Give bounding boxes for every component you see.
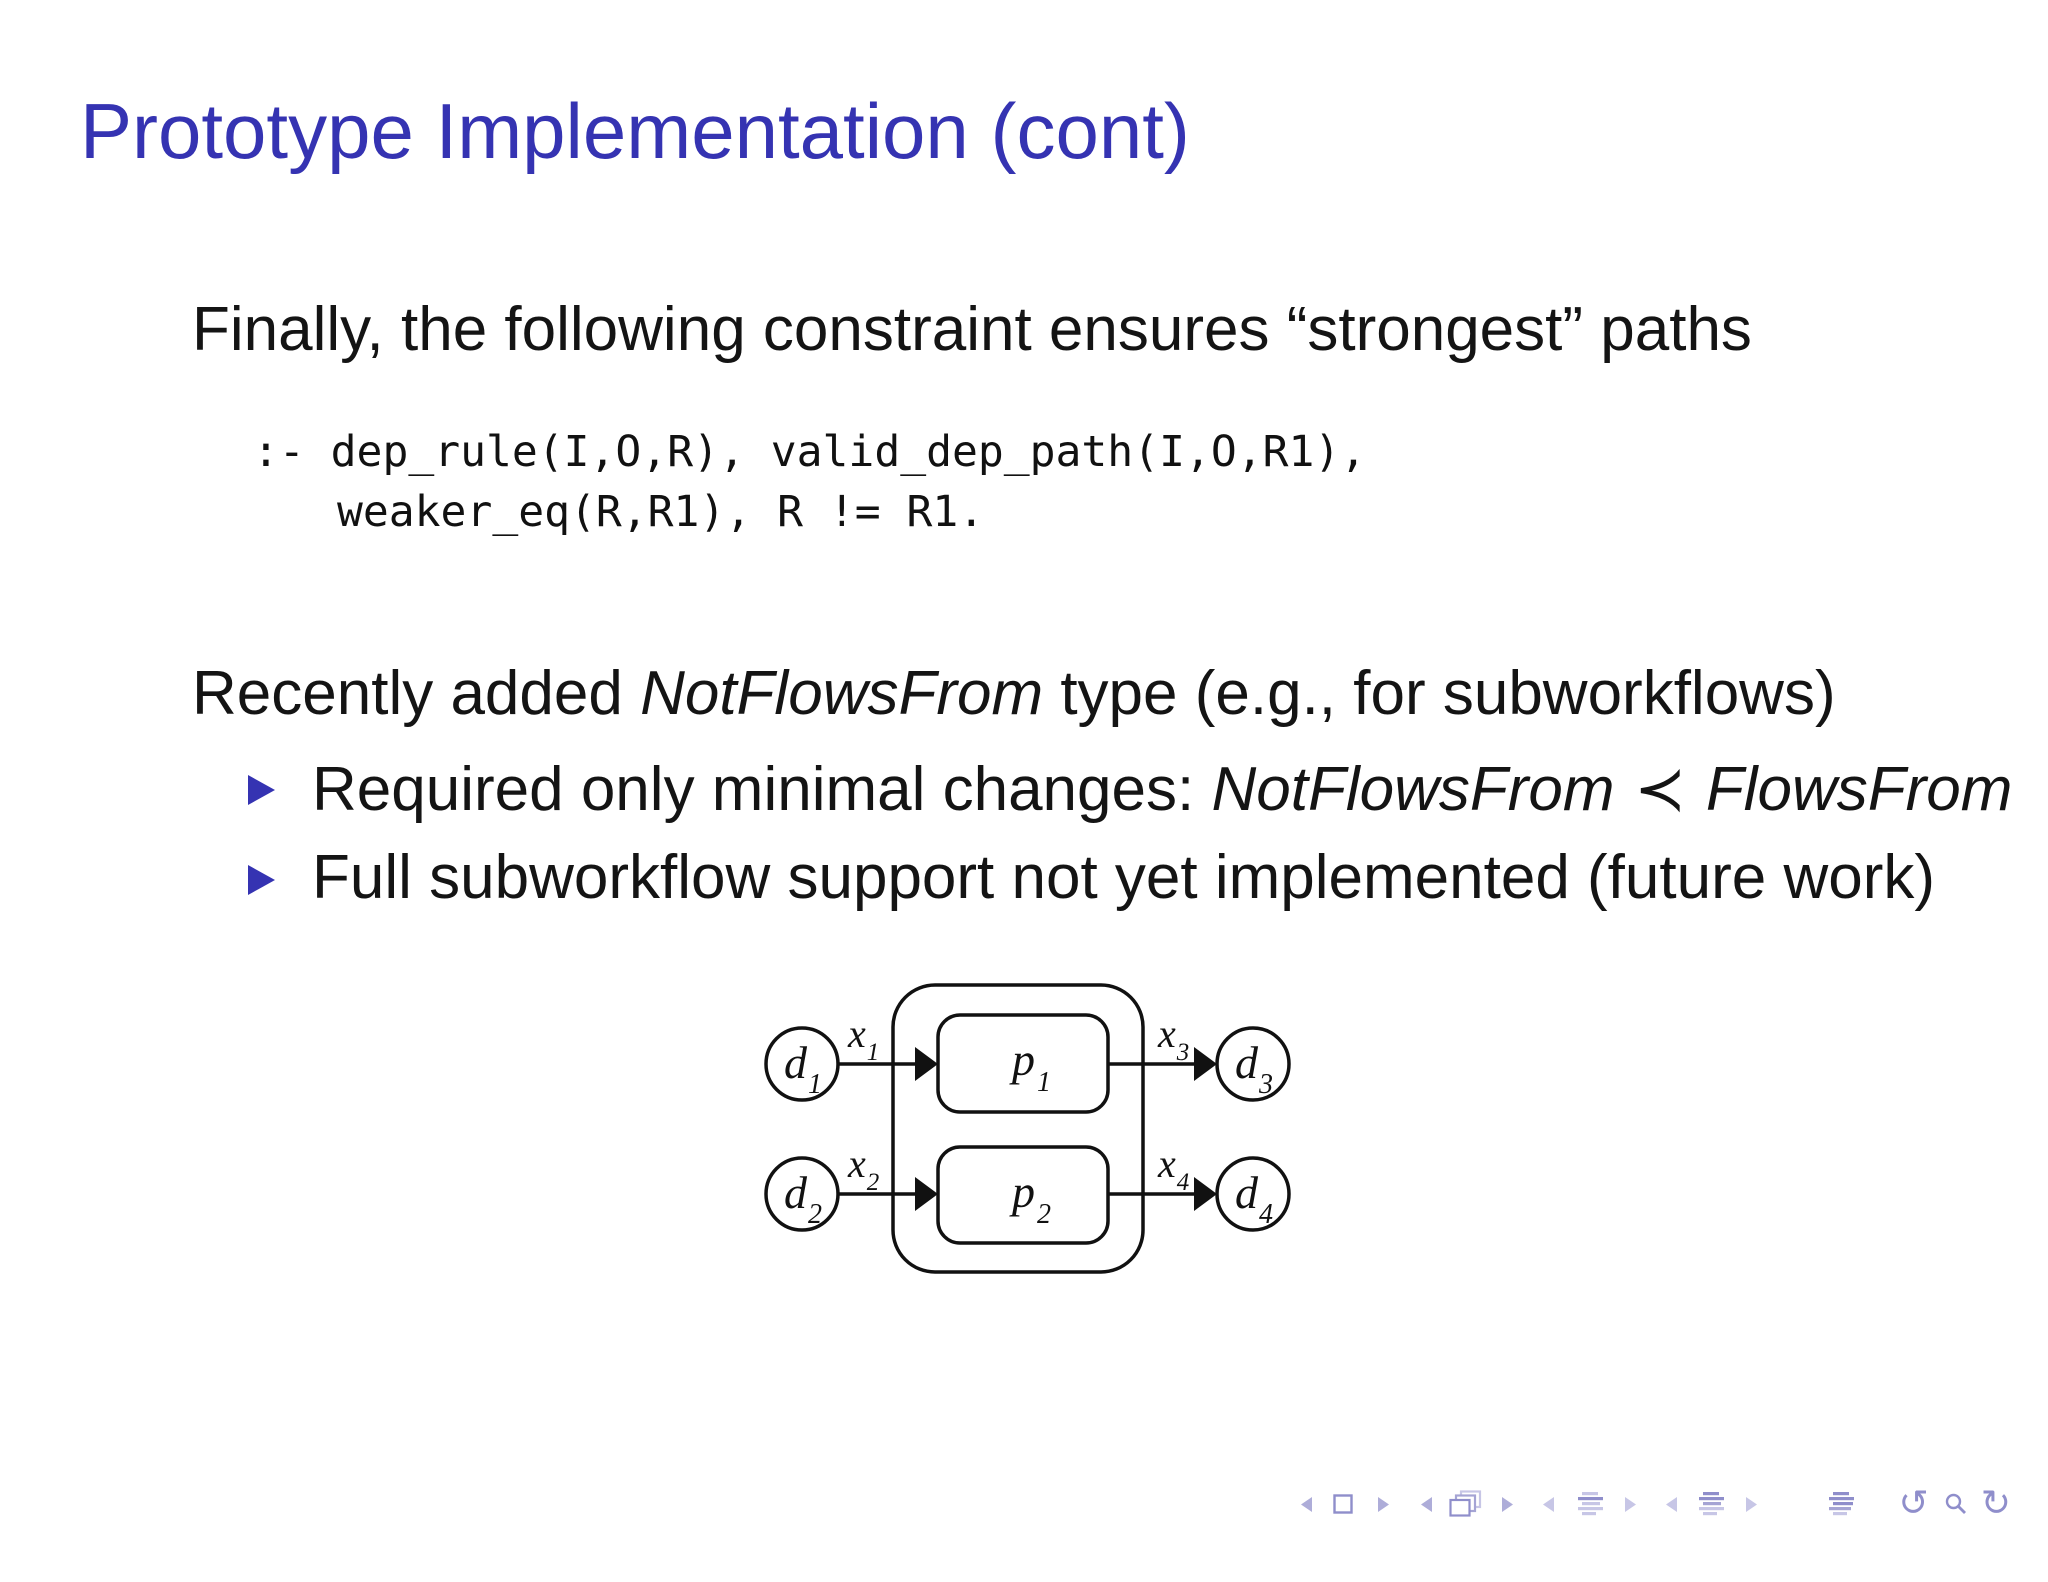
recently-post: type (e.g., for subworkflows) (1043, 659, 1836, 728)
go-back-icon[interactable]: ↺ (1898, 1483, 1929, 1524)
next-frame-icon[interactable] (1501, 1496, 1514, 1513)
frames-stack-icon[interactable] (1449, 1490, 1483, 1518)
subsection-list-icon[interactable] (1577, 1492, 1604, 1516)
node-label-d1: d1 (784, 1037, 822, 1100)
code-line-1: :- dep_rule(I,O,R), valid_dep_path(I,O,R… (253, 427, 1367, 477)
go-forward-icon[interactable]: ↻ (1980, 1483, 2011, 1524)
slide-frame-icon[interactable] (1332, 1494, 1353, 1514)
bullet-item-future-work: Full subworkflow support not yet impleme… (312, 847, 1935, 909)
node-label-p2: p2 (1009, 1166, 1051, 1230)
node-label-d4: d4 (1235, 1167, 1273, 1230)
appendix-doc-icon[interactable] (1828, 1492, 1855, 1516)
arrowhead-icon (915, 1047, 938, 1081)
bullet1-type-2: FlowsFrom (1705, 755, 2013, 824)
arrowhead-icon (1194, 1177, 1217, 1211)
workflow-diagram: d1 d2 d3 d4 p1 p2 x1 x2 x3 x4 (764, 983, 1291, 1274)
arrowhead-icon (915, 1177, 938, 1211)
edge-label-x4: x4 (1157, 1141, 1189, 1196)
bullet-triangle-icon (248, 865, 275, 895)
prev-slide-icon[interactable] (1300, 1496, 1313, 1513)
search-icon[interactable] (1945, 1493, 1967, 1515)
slide-title: Prototype Implementation (cont) (80, 87, 1190, 175)
recently-pre: Recently added (192, 659, 641, 728)
edge-label-x2: x2 (847, 1141, 879, 1196)
edge-label-x1: x1 (847, 1011, 879, 1066)
bullet-item-minimal-changes: Required only minimal changes: NotFlowsF… (312, 758, 2012, 821)
next-subsection-icon[interactable] (1624, 1496, 1637, 1513)
next-section-icon[interactable] (1745, 1496, 1758, 1513)
bullet-triangle-icon (248, 775, 275, 805)
prev-subsection-icon[interactable] (1542, 1496, 1555, 1513)
arrowhead-icon (1194, 1047, 1217, 1081)
bullet2-text: Full subworkflow support not yet impleme… (312, 843, 1935, 912)
subworkflow-container-box (891, 983, 1145, 1274)
code-line-2: weaker_eq(R,R1), R != R1. (337, 487, 985, 537)
section-list-icon[interactable] (1698, 1492, 1725, 1516)
recently-sentence: Recently added NotFlowsFrom type (e.g., … (192, 663, 1836, 725)
bullet1-type-1: NotFlowsFrom (1211, 755, 1615, 824)
next-slide-icon[interactable] (1377, 1496, 1390, 1513)
navigation-bar: ↺ ↻ (1300, 1483, 2011, 1524)
recently-type-name: NotFlowsFrom (640, 659, 1044, 728)
intro-sentence: Finally, the following constraint ensure… (192, 295, 1752, 364)
bullet1-pre: Required only minimal changes: (312, 755, 1212, 824)
prev-frame-icon[interactable] (1420, 1496, 1433, 1513)
node-label-p1: p1 (1009, 1034, 1051, 1098)
precedes-symbol: ≺ (1614, 752, 1706, 825)
node-label-d3: d3 (1235, 1037, 1273, 1100)
edge-label-x3: x3 (1157, 1011, 1189, 1066)
node-label-d2: d2 (784, 1167, 822, 1230)
prev-section-icon[interactable] (1665, 1496, 1678, 1513)
